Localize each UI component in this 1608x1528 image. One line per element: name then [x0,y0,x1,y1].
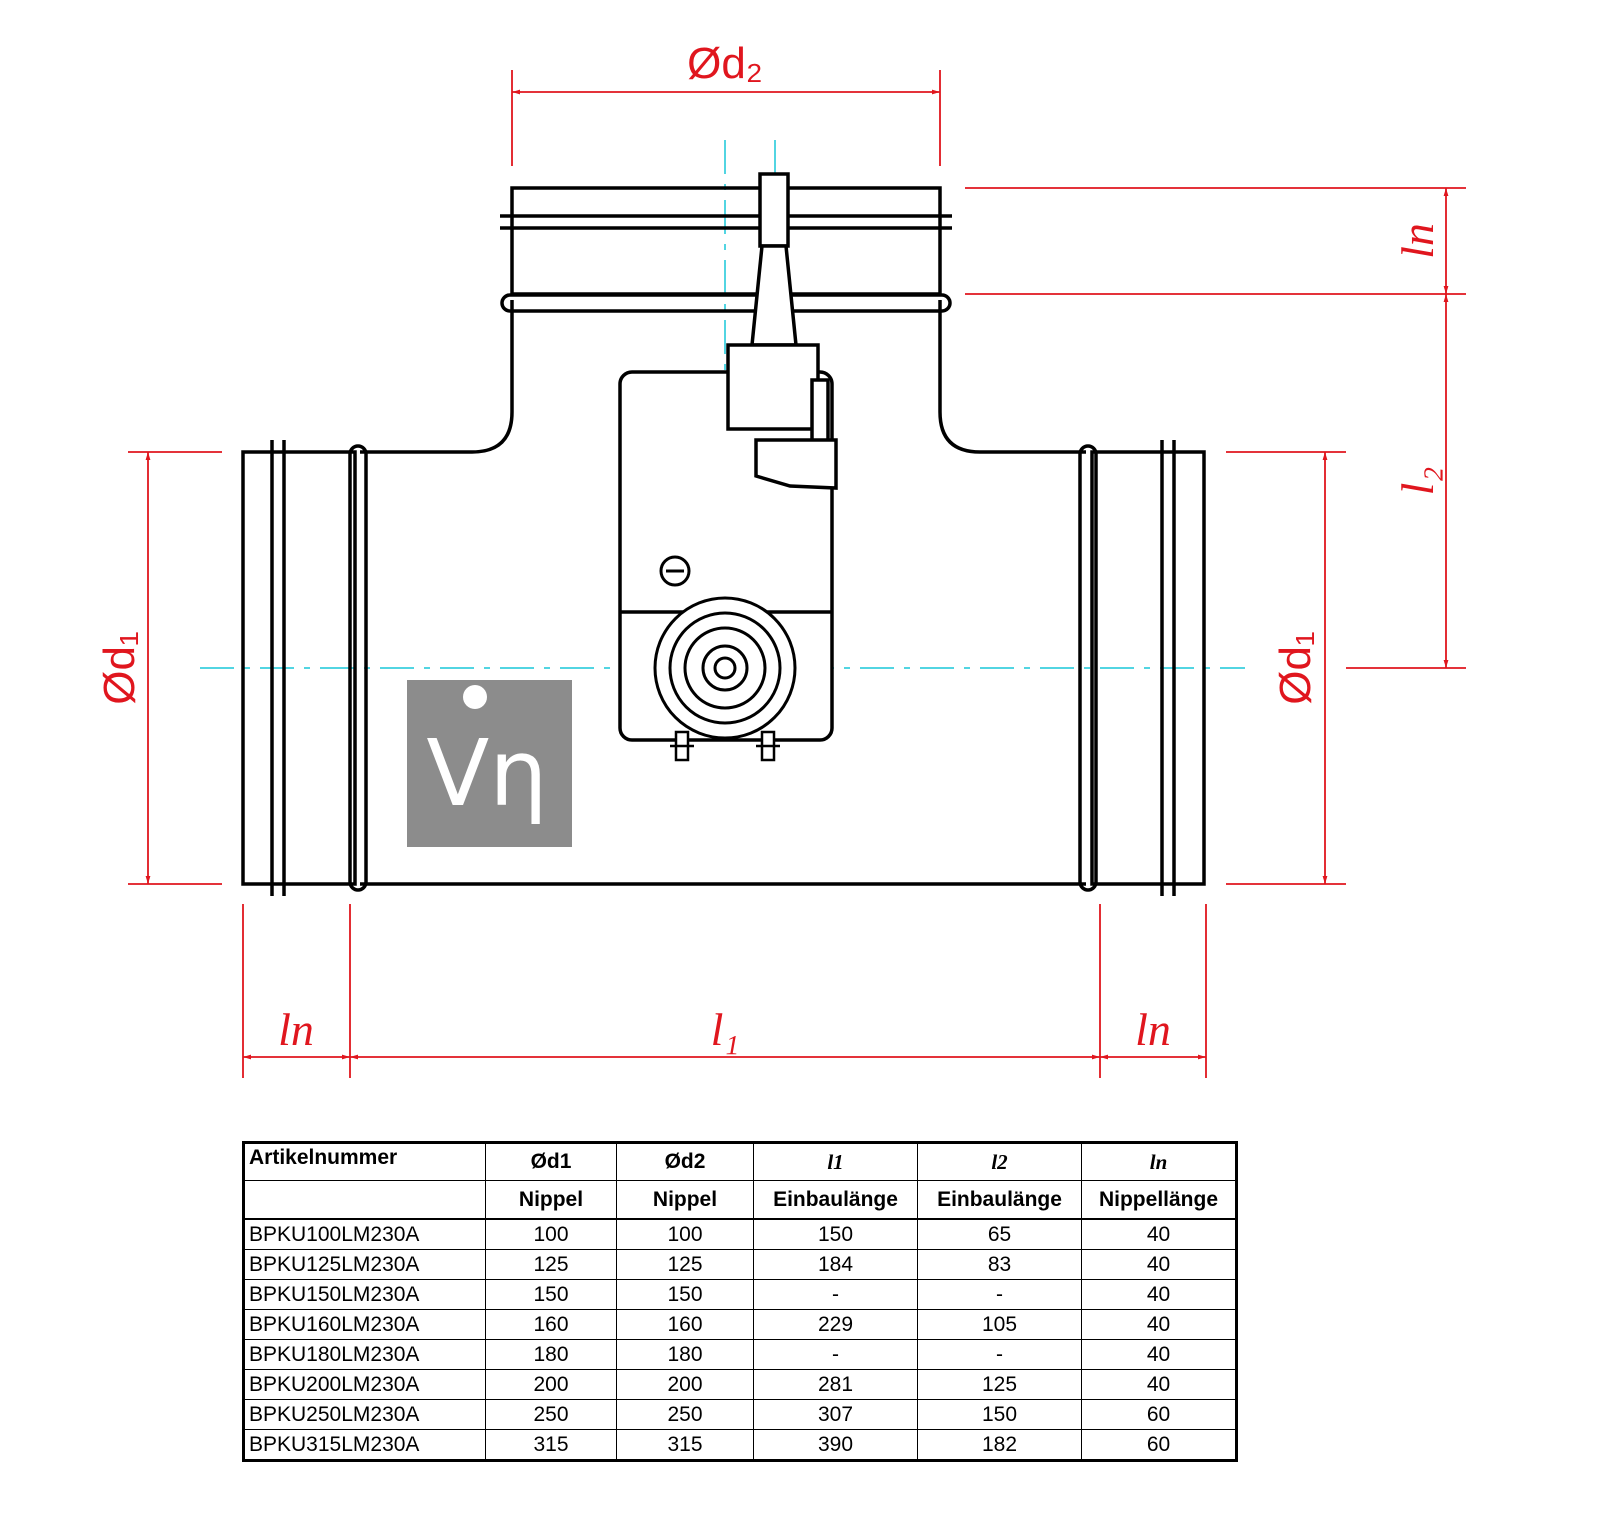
cell-d2: 200 [616,1369,754,1400]
cell-article: BPKU160LM230A [243,1309,486,1340]
table-row: BPKU100LM230A 100 100 150 65 40 [243,1218,1237,1250]
dim-label-d1-right: Ød₁ [1271,631,1320,705]
table-row: BPKU150LM230A 150 150 - - 40 [243,1279,1237,1310]
cell-d1: 125 [485,1249,617,1280]
cell-l1: 390 [753,1429,918,1461]
cell-article: BPKU315LM230A [243,1429,486,1461]
actuator-motor [618,172,838,762]
table-row: BPKU315LM230A 315 315 390 182 60 [243,1429,1237,1461]
cell-article: BPKU100LM230A [243,1218,486,1250]
header-ln: ln [1081,1142,1237,1181]
cell-ln: 40 [1081,1218,1237,1250]
dim-label-ln-top: ln [1392,223,1443,259]
cell-l2: - [917,1339,1082,1370]
header-d2: Ød2 [616,1142,754,1181]
cell-d2: 125 [616,1249,754,1280]
cell-l1: - [753,1339,918,1370]
cell-article: BPKU150LM230A [243,1279,486,1310]
header-article-number: Artikelnummer [243,1142,486,1181]
cell-d2: 315 [616,1429,754,1461]
cell-l1: 150 [753,1218,918,1250]
cell-d1: 160 [485,1309,617,1340]
cell-d1: 250 [485,1399,617,1430]
dim-label-d2: Ød₂ [687,39,763,88]
cell-article: BPKU125LM230A [243,1249,486,1280]
cell-d2: 180 [616,1339,754,1370]
cell-d1: 200 [485,1369,617,1400]
table-row: BPKU200LM230A 200 200 281 125 40 [243,1369,1237,1400]
cell-ln: 40 [1081,1339,1237,1370]
cell-ln: 60 [1081,1429,1237,1461]
cell-ln: 40 [1081,1309,1237,1340]
cell-l2: 105 [917,1309,1082,1340]
table-row: BPKU250LM230A 250 250 307 150 60 [243,1399,1237,1430]
cell-d2: 160 [616,1309,754,1340]
cell-article: BPKU250LM230A [243,1399,486,1430]
table-subheader-row: Nippel Nippel Einbaulänge Einbaulänge Ni… [243,1180,1237,1220]
cell-d1: 180 [485,1339,617,1370]
cell-ln: 40 [1081,1249,1237,1280]
brand-logo: Vη [407,680,572,847]
table-row: BPKU160LM230A 160 160 229 105 40 [243,1309,1237,1340]
cell-ln: 40 [1081,1279,1237,1310]
subheader-l2: Einbaulänge [917,1180,1082,1220]
cell-d2: 150 [616,1279,754,1310]
table-row: BPKU180LM230A 180 180 - - 40 [243,1339,1237,1370]
cell-d2: 100 [616,1218,754,1250]
cell-l1: 229 [753,1309,918,1340]
cell-l2: 83 [917,1249,1082,1280]
subheader-empty [243,1180,486,1220]
cell-l1: 307 [753,1399,918,1430]
cell-ln: 60 [1081,1399,1237,1430]
dimension-lines [128,70,1466,1078]
dim-label-l1: l₁ [711,1004,740,1055]
header-l1: l1 [753,1142,918,1181]
cell-l2: 65 [917,1218,1082,1250]
cell-l2: 182 [917,1429,1082,1461]
dim-label-ln-right: ln [1135,1004,1171,1055]
cell-ln: 40 [1081,1369,1237,1400]
tee-damper-drawing: Vη Ød₂ Ød₁ Ød₁ ln l₂ l₁ ln ln [95,39,1466,1078]
table-header-row: Artikelnummer Ød1 Ød2 l1 l2 ln [243,1142,1237,1181]
cell-l2: - [917,1279,1082,1310]
table-row: BPKU125LM230A 125 125 184 83 40 [243,1249,1237,1280]
cell-article: BPKU200LM230A [243,1369,486,1400]
subheader-d2: Nippel [616,1180,754,1220]
cell-l1: 184 [753,1249,918,1280]
cell-d1: 315 [485,1429,617,1461]
logo-text: Vη [426,720,547,827]
header-l2: l2 [917,1142,1082,1181]
cell-d2: 250 [616,1399,754,1430]
spec-table: Artikelnummer Ød1 Ød2 l1 l2 ln Nippel Ni… [242,1141,1238,1462]
dim-label-d1-left: Ød₁ [95,631,144,705]
header-d1: Ød1 [485,1142,617,1181]
subheader-d1: Nippel [485,1180,617,1220]
cell-article: BPKU180LM230A [243,1339,486,1370]
cell-d1: 150 [485,1279,617,1310]
dim-label-l2: l₂ [1392,467,1443,496]
dim-label-ln-left: ln [278,1004,314,1055]
cell-l1: 281 [753,1369,918,1400]
cell-d1: 100 [485,1218,617,1250]
cell-l1: - [753,1279,918,1310]
tee-body [241,186,1206,896]
subheader-ln: Nippellänge [1081,1180,1237,1220]
cell-l2: 150 [917,1399,1082,1430]
subheader-l1: Einbaulänge [753,1180,918,1220]
cell-l2: 125 [917,1369,1082,1400]
